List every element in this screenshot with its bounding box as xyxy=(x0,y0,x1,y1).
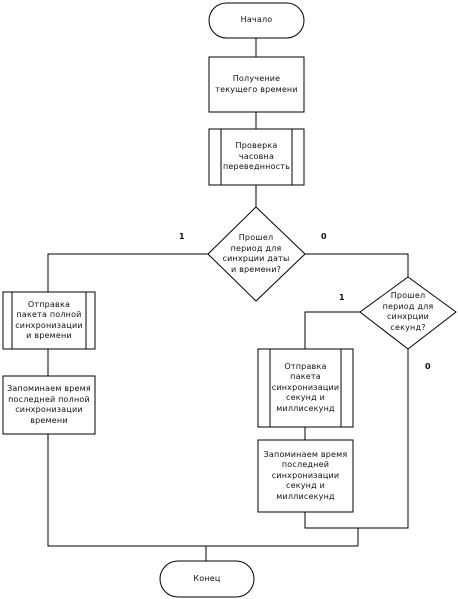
check-clock-label: Проверка часовна переведнность xyxy=(222,141,291,172)
send-sec-subprocess xyxy=(257,348,354,428)
connector-cond-full-yes xyxy=(47,253,208,292)
cond-full-label: Прошел период для синхрции даты и времен… xyxy=(222,233,290,274)
remember-full-process xyxy=(2,375,96,435)
cond-ms-label: Прошел период для синхрции секунд? xyxy=(382,291,434,332)
send-full-label: Отправка пакета полной синхронизации и в… xyxy=(15,299,83,341)
end-label: Конец xyxy=(193,573,221,583)
get-time-label: Получение текущего времени xyxy=(215,74,298,94)
send-sec-label: Отправка пакета синхронизации секунд и м… xyxy=(271,361,340,413)
edge-label-full-no: 0 xyxy=(321,232,327,241)
edge-label-full-yes: 1 xyxy=(179,232,185,241)
edge-label-ms-yes: 1 xyxy=(339,293,345,302)
connector-remember-sec-to-merge xyxy=(304,512,359,546)
connector-cond-ms-yes xyxy=(304,311,360,349)
connector-cond-ms-no xyxy=(358,349,409,529)
end-terminator xyxy=(159,560,255,598)
start-terminator xyxy=(208,2,305,39)
connector-cond-full-no xyxy=(305,253,409,277)
cond-ms-decision xyxy=(359,276,457,350)
get-time-process xyxy=(208,56,305,113)
remember-sec-label: Запоминаем время последней синхронизации… xyxy=(263,449,348,501)
remember-sec-process xyxy=(257,439,354,513)
start-label: Начало xyxy=(240,15,273,25)
remember-full-label: Запоминаем время последней полной синхро… xyxy=(7,384,91,425)
send-full-subprocess xyxy=(2,291,96,350)
cond-full-decision xyxy=(207,206,306,302)
check-clock-subprocess xyxy=(208,128,305,186)
connector-remember-full-to-merge xyxy=(47,434,358,547)
edge-label-ms-no: 0 xyxy=(425,362,431,371)
